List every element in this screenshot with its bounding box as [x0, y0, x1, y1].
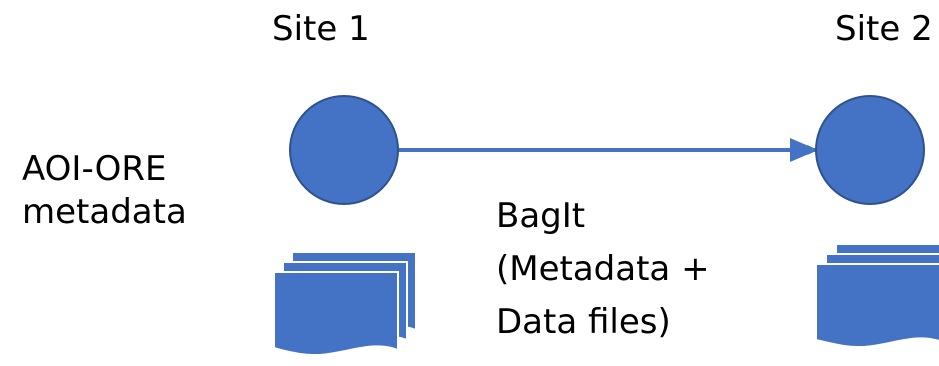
site1-node-icon: [289, 95, 399, 205]
site2-label: Site 2: [835, 9, 933, 49]
metadata-label-line: AOI-ORE: [22, 149, 167, 189]
site1-label: Site 1: [272, 9, 370, 49]
transfer-label: BagIt (Metadata + Data files): [496, 190, 710, 349]
transfer-label-line: (Metadata +: [496, 249, 710, 289]
metadata-label: AOI-ORE metadata: [22, 148, 187, 234]
transfer-arrowhead: [790, 138, 818, 162]
site2-node-icon: [815, 95, 925, 205]
metadata-label-line: metadata: [22, 192, 187, 232]
transfer-label-line: BagIt: [496, 196, 586, 236]
site2-documents-icon: [815, 243, 939, 348]
site1-documents-icon: [273, 251, 417, 356]
transfer-label-line: Data files): [496, 302, 671, 342]
